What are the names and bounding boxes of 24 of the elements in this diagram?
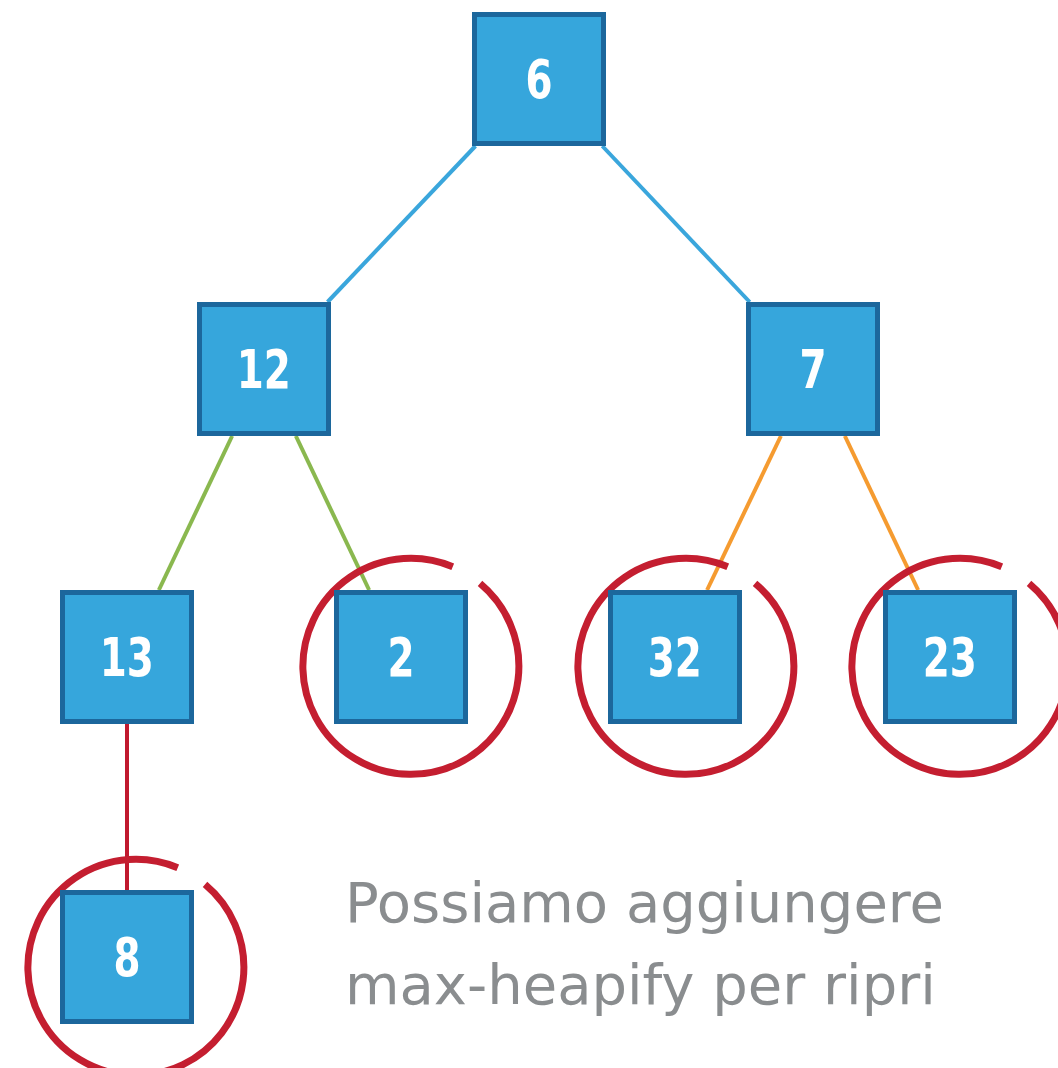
- node-value: 6: [525, 47, 553, 111]
- connector-line: [125, 724, 129, 890]
- tree-node-box: [608, 590, 742, 724]
- tree-node-box: [60, 590, 194, 724]
- connector-line: [600, 144, 752, 304]
- tree-node-box: [334, 590, 468, 724]
- node-value: 2: [387, 625, 415, 689]
- node-value: 32: [647, 625, 703, 689]
- node-value: 8: [113, 925, 141, 989]
- tree-node-box: [883, 590, 1017, 724]
- connector-line: [157, 435, 234, 591]
- node-value: 23: [922, 625, 978, 689]
- connector-line: [326, 144, 477, 304]
- connector-line: [294, 435, 371, 591]
- node-value: 7: [799, 337, 827, 401]
- tree-node-box: [746, 302, 880, 436]
- tree-node-box: [197, 302, 331, 436]
- connector-line: [705, 435, 783, 591]
- node-value: 13: [99, 625, 155, 689]
- tree-node-box: [472, 12, 606, 146]
- connector-line: [843, 435, 920, 591]
- node-value: 12: [236, 337, 292, 401]
- tree-node-box: [60, 890, 194, 1024]
- note-text: Possiamo aggiungere max-heapify per ripri: [345, 869, 946, 1019]
